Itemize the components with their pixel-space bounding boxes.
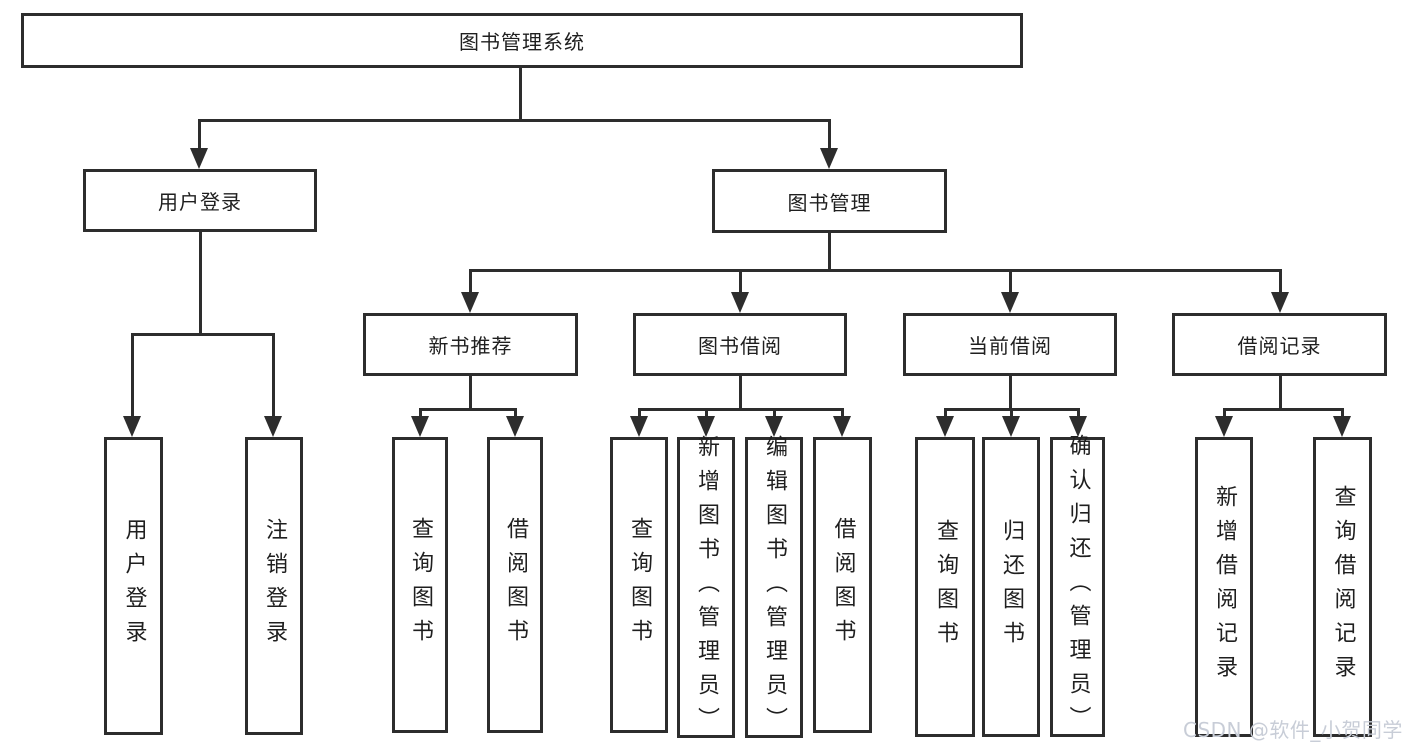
connector-line [1223, 408, 1344, 411]
leaf-current-return-books-label: 归还图书 [999, 519, 1024, 655]
node-current-borrow-label: 当前借阅 [968, 334, 1052, 358]
node-borrow-records-label: 借阅记录 [1237, 334, 1322, 358]
arrowhead-down-icon [1001, 292, 1019, 313]
connector-line [739, 270, 742, 294]
arrowhead-down-icon [123, 416, 141, 437]
leaf-records-query-borrow-record-label: 查询借阅记录 [1330, 485, 1356, 689]
connector-line [469, 269, 1282, 272]
connector-line [828, 120, 831, 150]
connector-line [198, 120, 201, 150]
node-current-borrow: 当前借阅 [903, 313, 1117, 376]
node-book-management-label: 图书管理 [787, 190, 872, 215]
node-user-login-label: 用户登录 [158, 190, 242, 214]
arrowhead-down-icon [731, 292, 749, 313]
connector-line [1223, 409, 1226, 417]
connector-line [272, 334, 275, 417]
leaf-current-return-books: 归还图书 [982, 437, 1040, 737]
leaf-current-query-books: 查询图书 [915, 437, 975, 737]
connector-line [198, 119, 831, 122]
arrowhead-down-icon [461, 292, 479, 313]
node-book-management: 图书管理 [712, 169, 947, 233]
leaf-current-confirm-return-admin: 确认归还（管理员） [1050, 434, 1105, 740]
leaf-user-login: 用户登录 [104, 437, 163, 735]
arrowhead-down-icon [506, 416, 524, 437]
leaf-borrow-add-books-admin-label: 新增图书（管理员） [694, 434, 719, 741]
arrowhead-down-icon [765, 416, 783, 437]
leaf-borrow-query-books: 查询图书 [610, 437, 668, 733]
leaf-user-login-label: 用户登录 [121, 518, 147, 654]
leaf-borrow-borrow-books: 借阅图书 [813, 437, 872, 733]
connector-line [773, 409, 776, 417]
connector-line [705, 409, 708, 417]
leaf-borrow-edit-books-admin: 编辑图书（管理员） [745, 434, 803, 741]
leaf-current-query-books-label: 查询图书 [933, 519, 958, 655]
connector-line [739, 376, 742, 411]
connector-line [419, 409, 422, 417]
leaf-borrow-add-books-admin: 新增图书（管理员） [677, 434, 735, 741]
connector-line [469, 376, 472, 411]
connector-line [638, 409, 641, 417]
connector-line [131, 333, 275, 336]
arrowhead-down-icon [820, 148, 838, 169]
leaf-records-add-borrow-record-label: 新增借阅记录 [1212, 485, 1237, 689]
connector-line [519, 68, 522, 121]
leaf-logout: 注销登录 [245, 437, 303, 735]
leaf-newbook-query-books: 查询图书 [392, 437, 448, 733]
arrowhead-down-icon [936, 416, 954, 437]
leaf-newbook-borrow-books-label: 借阅图书 [503, 517, 528, 653]
watermark: CSDN @软件_小贺同学 [1183, 718, 1403, 742]
arrowhead-down-icon [1002, 416, 1020, 437]
arrowhead-down-icon [1069, 416, 1087, 437]
connector-line [944, 408, 1080, 411]
connector-line [841, 409, 844, 417]
node-book-borrow-label: 图书借阅 [698, 334, 782, 358]
connector-line [199, 232, 202, 336]
node-root: 图书管理系统 [21, 13, 1023, 68]
arrowhead-down-icon [1333, 416, 1351, 437]
connector-line [1279, 376, 1282, 411]
connector-line [638, 408, 844, 411]
connector-line [828, 233, 831, 272]
arrowhead-down-icon [264, 416, 282, 437]
leaf-borrow-edit-books-admin-label: 编辑图书（管理员） [762, 434, 787, 741]
arrowhead-down-icon [1271, 292, 1289, 313]
arrowhead-down-icon [190, 148, 208, 169]
arrowhead-down-icon [833, 416, 851, 437]
leaf-borrow-borrow-books-label: 借阅图书 [830, 517, 856, 653]
leaf-newbook-borrow-books: 借阅图书 [487, 437, 543, 733]
arrowhead-down-icon [630, 416, 648, 437]
connector-line [514, 409, 517, 417]
leaf-logout-label: 注销登录 [262, 518, 287, 654]
node-user-login: 用户登录 [83, 169, 317, 232]
connector-line [1077, 409, 1080, 417]
connector-line [1010, 409, 1013, 417]
connector-line [131, 334, 134, 417]
connector-line [1341, 409, 1344, 417]
leaf-borrow-query-books-label: 查询图书 [627, 517, 652, 653]
arrowhead-down-icon [1215, 416, 1233, 437]
node-book-borrow: 图书借阅 [633, 313, 847, 376]
connector-line [1009, 270, 1012, 294]
leaf-current-confirm-return-admin-label: 确认归还（管理员） [1065, 434, 1091, 740]
connector-line [419, 408, 517, 411]
connector-line [1009, 376, 1012, 411]
arrowhead-down-icon [697, 416, 715, 437]
connector-line [944, 409, 947, 417]
node-new-book-recommend-label: 新书推荐 [428, 334, 513, 358]
leaf-newbook-query-books-label: 查询图书 [408, 517, 433, 653]
leaf-records-query-borrow-record: 查询借阅记录 [1313, 437, 1372, 737]
leaf-records-add-borrow-record: 新增借阅记录 [1195, 437, 1253, 737]
connector-line [1279, 270, 1282, 294]
node-borrow-records: 借阅记录 [1172, 313, 1387, 376]
arrowhead-down-icon [411, 416, 429, 437]
node-new-book-recommend: 新书推荐 [363, 313, 578, 376]
node-root-label: 图书管理系统 [459, 30, 585, 54]
connector-line [469, 270, 472, 294]
